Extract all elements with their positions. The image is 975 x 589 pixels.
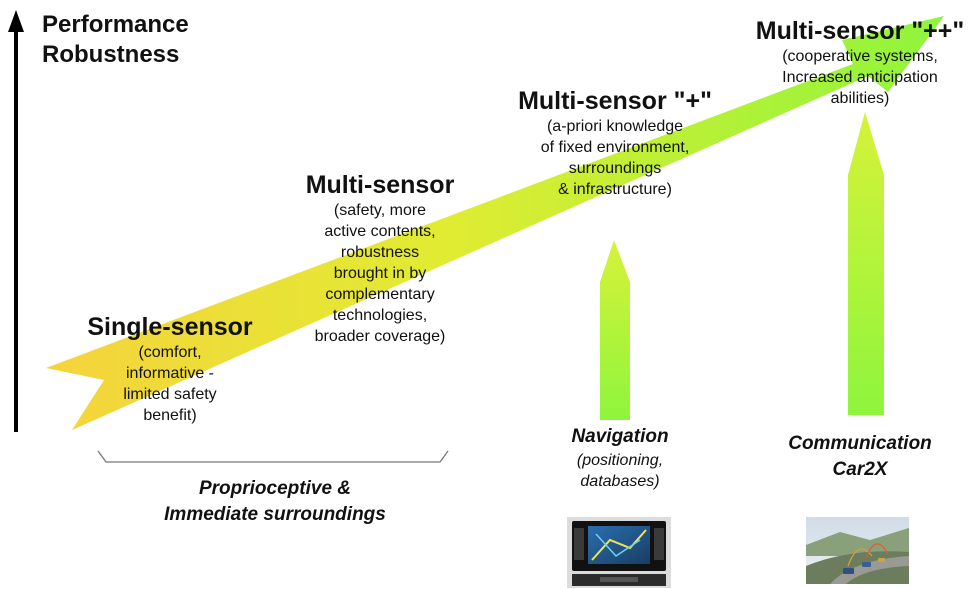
stage-description: (comfort, informative - limited safety b… bbox=[123, 344, 217, 424]
stage-multi-sensor: Multi-sensor (safety, more active conten… bbox=[280, 170, 480, 347]
axis-label-line-1: Performance bbox=[42, 11, 189, 38]
stage-title: Single-sensor bbox=[87, 313, 253, 341]
stage-title: Multi-sensor bbox=[305, 171, 455, 199]
input-title: Communication bbox=[788, 433, 932, 454]
axis-label: Performance Robustness bbox=[42, 10, 189, 70]
axis-arrowhead bbox=[8, 10, 24, 32]
navigation-device-image bbox=[567, 517, 671, 588]
input-subtitle: Car2X bbox=[832, 459, 888, 480]
input-communication: Communication Car2X bbox=[770, 431, 950, 483]
bracket bbox=[97, 450, 449, 463]
performance-axis bbox=[8, 10, 24, 432]
stage-title: Multi-sensor "++" bbox=[755, 17, 965, 45]
axis-label-line-2: Robustness bbox=[42, 41, 180, 68]
stage-multi-sensor-plus-plus: Multi-sensor "++" (cooperative systems, … bbox=[745, 16, 975, 109]
stage-single-sensor: Single-sensor (comfort, informative - li… bbox=[70, 312, 270, 426]
stage-description: (cooperative systems, Increased anticipa… bbox=[782, 48, 938, 107]
car2x-scene-image bbox=[806, 517, 909, 584]
navigation-input-arrow bbox=[600, 240, 630, 420]
stage-title: Multi-sensor "+" bbox=[518, 87, 712, 115]
stage-multi-sensor-plus: Multi-sensor "+" (a-priori knowledge of … bbox=[500, 86, 730, 200]
stage-description: (safety, more active contents, robustnes… bbox=[314, 202, 446, 345]
input-title: Navigation bbox=[571, 426, 669, 447]
communication-input-arrow bbox=[848, 112, 884, 415]
progression-arrow bbox=[46, 16, 944, 430]
input-navigation: Navigation (positioning, databases) bbox=[540, 424, 700, 492]
input-description: (positioning, databases) bbox=[576, 452, 664, 490]
stage-description: (a-priori knowledge of fixed environment… bbox=[540, 118, 690, 198]
bracket-label: Proprioceptive & Immediate surroundings bbox=[164, 478, 386, 525]
